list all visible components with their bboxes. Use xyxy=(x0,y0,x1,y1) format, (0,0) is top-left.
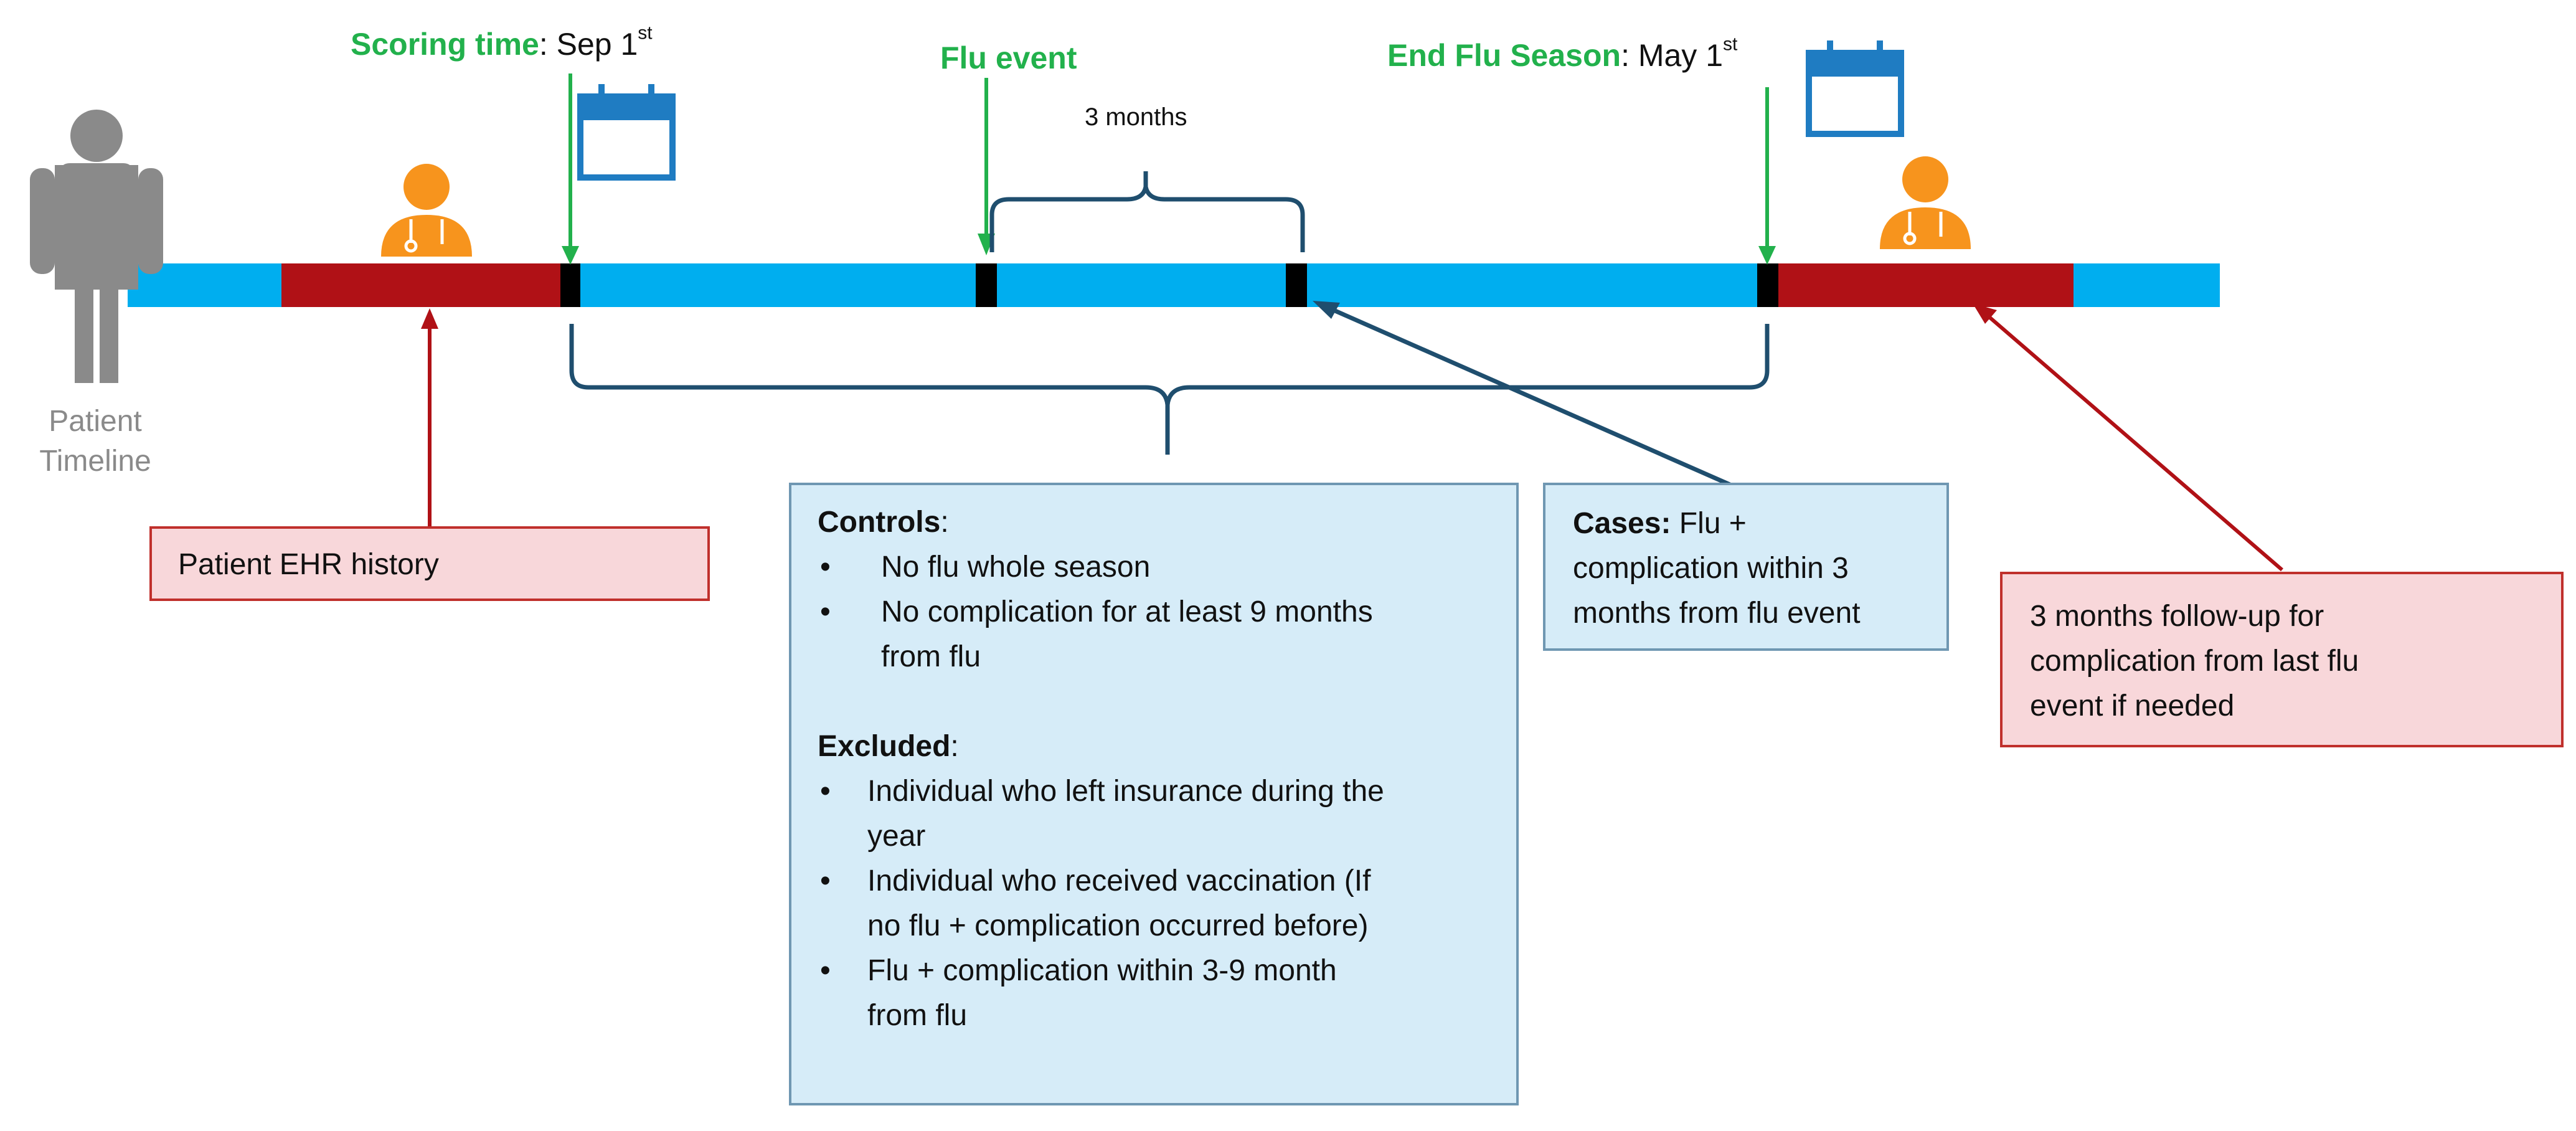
controls-item-line: No complication for at least 9 months xyxy=(881,595,1373,628)
followup-box: 3 months follow-up for complication from… xyxy=(2000,572,2564,747)
end-season-value: : May 1 xyxy=(1621,38,1724,73)
scoring-time-sup: st xyxy=(638,22,653,44)
followup-content: 3 months follow-up for complication from… xyxy=(2030,594,2359,729)
controls-excluded-content: Controls: •No flu whole season •No compl… xyxy=(818,500,1503,1038)
excluded-heading-colon: : xyxy=(950,730,959,763)
cases-line-text: Flu + xyxy=(1671,507,1747,540)
flu-event-label: Flu event xyxy=(940,40,1077,75)
cases-box: Cases: Flu + complication within 3 month… xyxy=(1543,483,1949,651)
calendar-icon xyxy=(577,84,676,181)
end-season-label: End Flu Season: May 1st xyxy=(1387,35,1737,73)
followup-line: event if needed xyxy=(2030,689,2235,722)
person-icon xyxy=(30,110,163,383)
controls-heading-colon: : xyxy=(940,506,949,539)
controls-item-line: No flu whole season xyxy=(881,551,1151,584)
followup-line: complication from last flu xyxy=(2030,645,2359,678)
scoring-time-marker xyxy=(560,263,580,307)
scoring-time-label: Scoring time: Sep 1st xyxy=(351,24,653,62)
flu-event-marker xyxy=(976,263,997,307)
season-brace xyxy=(569,324,1770,455)
three-month-brace xyxy=(989,171,1305,252)
end-season-marker xyxy=(1757,263,1778,307)
followup-arrow xyxy=(1973,303,2283,572)
patient-label-line2: Timeline xyxy=(39,445,151,478)
calendar-icon xyxy=(1806,40,1904,137)
three-months-label: 3 months xyxy=(1085,103,1187,131)
cases-arrow xyxy=(1313,301,1731,487)
cases-line: months from flu event xyxy=(1573,597,1861,630)
end-season-sup: st xyxy=(1723,34,1738,55)
ehr-history-box: Patient EHR history xyxy=(149,526,710,601)
cases-heading: Cases: xyxy=(1573,507,1671,540)
controls-excluded-box: Controls: •No flu whole season •No compl… xyxy=(789,483,1519,1105)
controls-heading: Controls: xyxy=(818,500,1503,545)
scoring-time-value: : Sep 1 xyxy=(539,27,638,62)
excluded-item-line: Individual who received vaccination (If xyxy=(867,864,1371,897)
patient-timeline-label: Patient Timeline xyxy=(24,402,167,481)
doctor-icon xyxy=(381,164,472,257)
cases-line: complication within 3 xyxy=(1573,552,1849,585)
excluded-heading-text: Excluded xyxy=(818,730,951,763)
followup-line: 3 months follow-up for xyxy=(2030,600,2324,633)
scoring-time-title: Scoring time xyxy=(351,27,539,62)
ehr-history-segment xyxy=(281,263,568,307)
end-season-title: End Flu Season xyxy=(1387,38,1621,73)
patient-label-line1: Patient xyxy=(49,405,142,438)
ehr-history-text: Patient EHR history xyxy=(178,548,439,581)
doctor-icon xyxy=(1880,156,1971,249)
controls-item: •No flu whole season xyxy=(818,545,1503,590)
cases-content: Cases: Flu + complication within 3 month… xyxy=(1573,501,1861,636)
excluded-item: •Individual who left insurance during th… xyxy=(818,769,1503,859)
three-month-marker xyxy=(1286,263,1307,307)
excluded-item-line: Flu + complication within 3-9 month xyxy=(867,954,1337,987)
followup-segment xyxy=(1778,263,2074,307)
cases-line: Cases: Flu + xyxy=(1573,501,1861,546)
green-arrows xyxy=(562,73,1776,265)
excluded-item-line: year xyxy=(867,820,926,853)
controls-item-line: from flu xyxy=(881,640,981,673)
controls-heading-text: Controls xyxy=(818,506,941,539)
excluded-item: •Individual who received vaccination (If… xyxy=(818,859,1503,949)
ehr-arrow xyxy=(421,308,438,528)
excluded-item-line: no flu + complication occurred before) xyxy=(867,909,1369,942)
excluded-item-line: from flu xyxy=(867,999,968,1032)
excluded-item-line: Individual who left insurance during the xyxy=(867,775,1384,808)
excluded-heading: Excluded: xyxy=(818,724,1503,769)
